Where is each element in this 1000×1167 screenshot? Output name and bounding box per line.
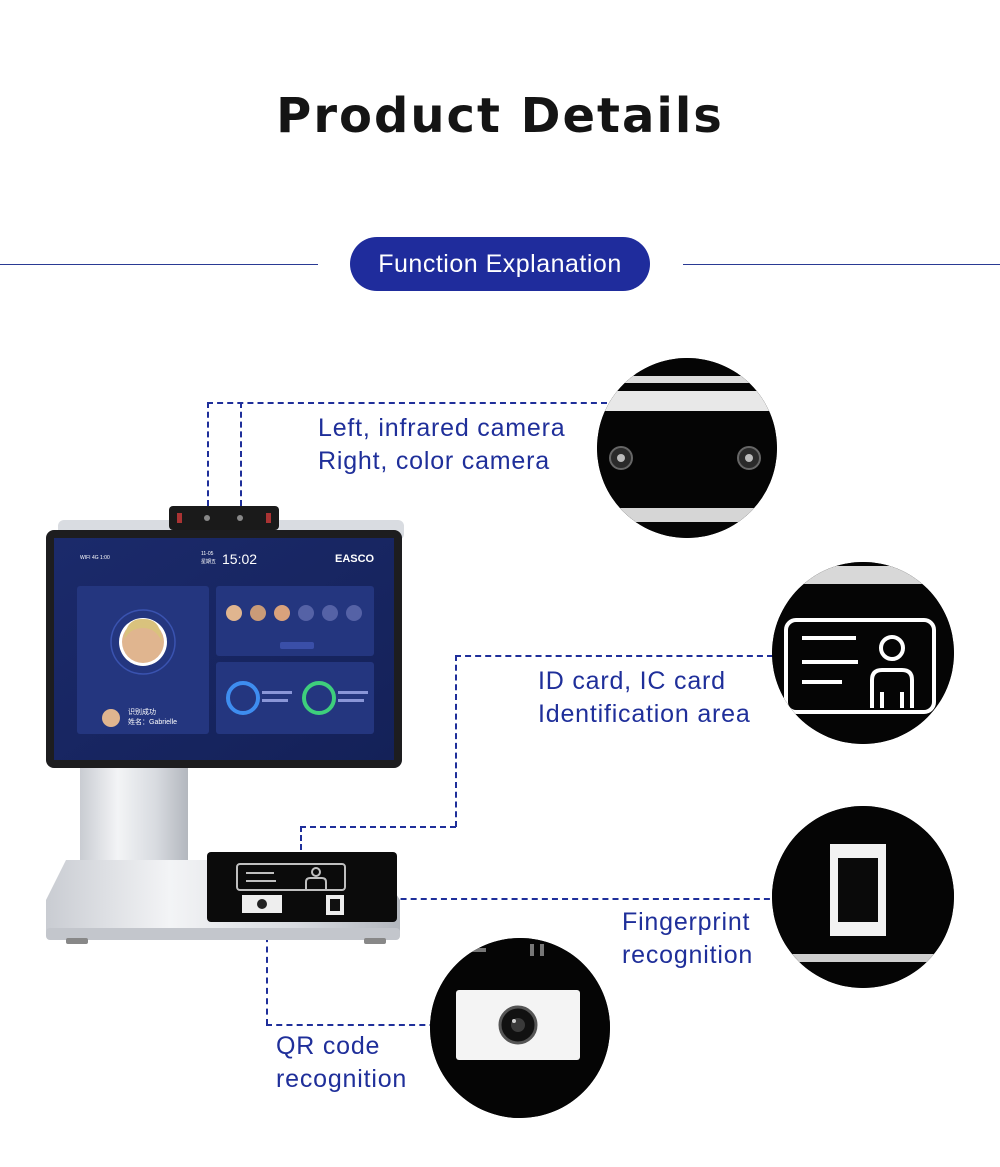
id-card-callout-line-1: ID card, IC card (538, 667, 726, 695)
qr-code-leader-line (266, 1024, 456, 1026)
camera-closeup-image (597, 358, 777, 538)
fingerprint-sensor-icon (830, 844, 886, 936)
id-card-callout-line-2: Identification area (538, 700, 751, 728)
screen-name: 姓名：Gabrielle (128, 717, 177, 726)
qr-code-callout-line-1: QR code (276, 1032, 381, 1060)
id-card-leader-mid (300, 826, 456, 828)
function-explanation-pill: Function Explanation (350, 237, 650, 291)
id-card-icon (784, 618, 936, 714)
qr-code-callout-line-2: recognition (276, 1065, 408, 1093)
camera-leader-drop-right (240, 402, 242, 506)
fingerprint-callout-line-1: Fingerprint (622, 908, 751, 936)
qr-scanner-closeup-image (430, 938, 610, 1118)
id-card-leader-top (455, 655, 773, 657)
screen-status: 识别成功 (128, 707, 156, 716)
id-card-callout: ID card, IC card Identification area (538, 665, 751, 731)
screen-brand: EASCO (335, 553, 375, 565)
svg-text:11-05: 11-05 (201, 551, 214, 557)
color-camera-lens-icon (737, 446, 761, 470)
camera-leader-drop-left (207, 402, 209, 506)
infrared-camera-lens-icon (609, 446, 633, 470)
divider-right (683, 264, 1000, 265)
qr-scanner-lens-icon (456, 990, 580, 1060)
fingerprint-leader-line (340, 898, 780, 900)
kiosk-device-image: WIFI 4G 1:00 11-05 星期五 15:02 EASCO 识别成功 … (44, 500, 414, 960)
fingerprint-callout-line-2: recognition (622, 941, 754, 969)
qr-code-leader-vertical (266, 905, 268, 1025)
camera-callout-line-2: Right, color camera (318, 447, 550, 475)
svg-text:星期五: 星期五 (201, 559, 216, 565)
svg-text:WIFI 4G 1:00: WIFI 4G 1:00 (80, 555, 110, 561)
screen-time: 15:02 (222, 551, 257, 567)
camera-callout: Left, infrared camera Right, color camer… (318, 412, 565, 478)
id-card-closeup-image (772, 562, 954, 744)
camera-leader-line (207, 402, 607, 404)
reader-panel (207, 852, 397, 922)
id-card-leader-vertical (455, 655, 457, 827)
page-title: Product Details (276, 88, 724, 144)
camera-callout-line-1: Left, infrared camera (318, 414, 566, 442)
id-card-leader-drop (300, 826, 302, 868)
fingerprint-callout: Fingerprint recognition (622, 906, 753, 972)
divider-left (0, 264, 318, 265)
fingerprint-closeup-image (772, 806, 954, 988)
qr-code-callout: QR code recognition (276, 1030, 407, 1096)
camera-bar (169, 506, 279, 530)
